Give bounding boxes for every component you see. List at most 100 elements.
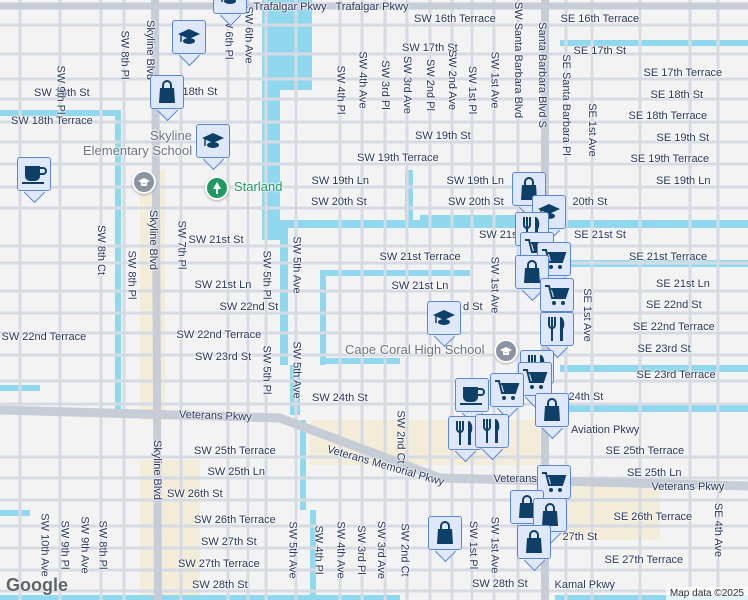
street-label: Veterans	[493, 473, 537, 485]
grocery-marker[interactable]	[540, 278, 576, 325]
street-label: SW 21st Terrace	[379, 251, 461, 263]
canal	[420, 215, 520, 221]
street-label: SW 9th Ave	[78, 516, 91, 574]
street-label: SW 22nd Terrace	[1, 331, 87, 343]
street-label: SW 1st Ave	[487, 51, 500, 109]
street-label: SE 23rd Terrace	[636, 369, 716, 381]
poi-label-starland[interactable]: Starland	[234, 179, 283, 194]
veterans-pkwy-road	[0, 405, 748, 491]
street-label: Santa Barbara Blvd S	[535, 22, 548, 128]
school-icon	[427, 301, 461, 335]
street-label: SE 18th St	[650, 89, 704, 101]
street-label: SW 27th St	[201, 536, 257, 548]
street-label: SW 1st Pl	[467, 520, 480, 570]
street-label: SE 22nd Terrace	[633, 321, 715, 333]
shopping-marker[interactable]	[150, 75, 186, 122]
canal	[280, 225, 288, 365]
street-label: SW 1st Pl	[466, 65, 479, 115]
shopping-marker[interactable]	[517, 525, 553, 572]
school-pin-icon[interactable]	[494, 339, 518, 363]
poi-label-high-school[interactable]: Cape Coral High School	[345, 342, 485, 357]
street-label: SE 25th Ln	[627, 467, 682, 479]
street-label: SW 19th Ln	[311, 175, 369, 187]
street-label: SW 3rd Pl	[378, 60, 391, 110]
street-label: SE 19th Ln	[656, 175, 711, 187]
grocery-marker[interactable]	[490, 373, 526, 420]
grocery-icon	[540, 278, 574, 312]
restaurant-marker[interactable]	[475, 414, 511, 461]
shopping-icon	[428, 516, 462, 550]
street-label: SE 1st Ave	[585, 103, 598, 157]
street-label: SW 2nd Ct	[398, 523, 411, 577]
street-label: SW 17th St	[402, 42, 458, 54]
street-label: SW 7th Pl	[174, 220, 187, 270]
street-label: SW 4th Ave	[334, 521, 347, 579]
street-label: SW 10th Ave	[38, 513, 51, 577]
school-marker[interactable]	[196, 124, 232, 171]
school-icon	[172, 20, 206, 54]
street-label: SW 2nd Ct	[394, 410, 407, 464]
school-marker[interactable]	[427, 301, 463, 348]
street-label: SE 4th Ave	[712, 502, 725, 558]
street-label: SW 22nd Terrace	[176, 329, 262, 341]
cafe-icon	[17, 157, 51, 191]
street-label: SW 5th Ave	[290, 341, 303, 399]
street-label: SW 3rd Pl	[354, 525, 367, 575]
street-label: SW 19th Ln	[446, 175, 504, 187]
street-label: SE 26th Terrace	[613, 511, 693, 523]
street-label: SW 9th Pl	[53, 65, 66, 115]
shopping-icon	[535, 393, 569, 427]
street-label: SW 24th St	[312, 392, 368, 404]
street-label: SW 4th Ave	[356, 51, 369, 109]
canal	[560, 365, 748, 372]
street-label: SW 4th Pl	[333, 65, 346, 115]
park-pin-icon[interactable]	[205, 176, 229, 200]
school-marker[interactable]	[213, 0, 249, 27]
street-label: SW Santa Barbara Blvd	[512, 1, 525, 119]
street-label: 27th St	[562, 531, 598, 543]
street-label: SW 2nd Pl	[423, 59, 436, 111]
street-label: SW 27th Terrace	[178, 558, 260, 570]
street-label: SW 21st St	[188, 234, 244, 246]
canal	[320, 358, 400, 364]
shopping-marker[interactable]	[535, 393, 571, 440]
street-label: SW 22nd St	[219, 301, 279, 313]
grocery-icon	[490, 373, 524, 407]
street-label: Aviation Pkwy	[571, 424, 640, 436]
canal	[0, 510, 30, 516]
street-label: SW 5th Ave	[290, 236, 303, 294]
street-label: SW 21st	[479, 229, 521, 241]
shopping-marker[interactable]	[428, 516, 464, 563]
street-label: SW 20th St	[311, 196, 367, 208]
school-pin-icon[interactable]	[132, 170, 156, 194]
street-label: SW 5th Pl	[259, 345, 272, 395]
street-label: SW 2nd Ave	[446, 49, 459, 111]
street-label: Trafalgar Pkwy	[335, 1, 409, 13]
street-label: SE Santa Barbara Pl	[559, 54, 572, 156]
street-label: SW 8th Ct	[95, 224, 108, 276]
shopping-marker[interactable]	[515, 255, 551, 302]
street-label: SE 21st St	[574, 229, 626, 241]
poi-label-skyline-elementary: Skyline	[150, 128, 192, 143]
urban-area	[560, 480, 660, 540]
street-label: SW 20th St	[448, 196, 504, 208]
street-label: Kamal Pkwy	[554, 579, 616, 591]
street-label: SE 21st Ln	[656, 278, 710, 290]
street-label: SW 25th Terrace	[194, 445, 276, 457]
street-label: SW 4th Pl	[311, 525, 324, 575]
restaurant-icon	[475, 414, 509, 448]
map-attribution[interactable]: Map data ©2025	[665, 587, 748, 600]
street-label: SW 21st Ln	[391, 280, 449, 292]
school-marker[interactable]	[172, 20, 208, 67]
restaurant-marker[interactable]	[540, 312, 576, 359]
cafe-marker[interactable]	[17, 157, 53, 204]
cafe-marker[interactable]	[455, 378, 491, 425]
street-label: SW 21st Ln	[194, 279, 252, 291]
street-label: SE 1st Ave	[580, 288, 593, 342]
poi-label-skyline-elementary-2: Elementary School	[83, 143, 193, 158]
restaurant-icon	[540, 312, 574, 346]
street-label: SW 5th Pl	[259, 250, 272, 300]
street-label: SE 17th St	[573, 45, 627, 57]
